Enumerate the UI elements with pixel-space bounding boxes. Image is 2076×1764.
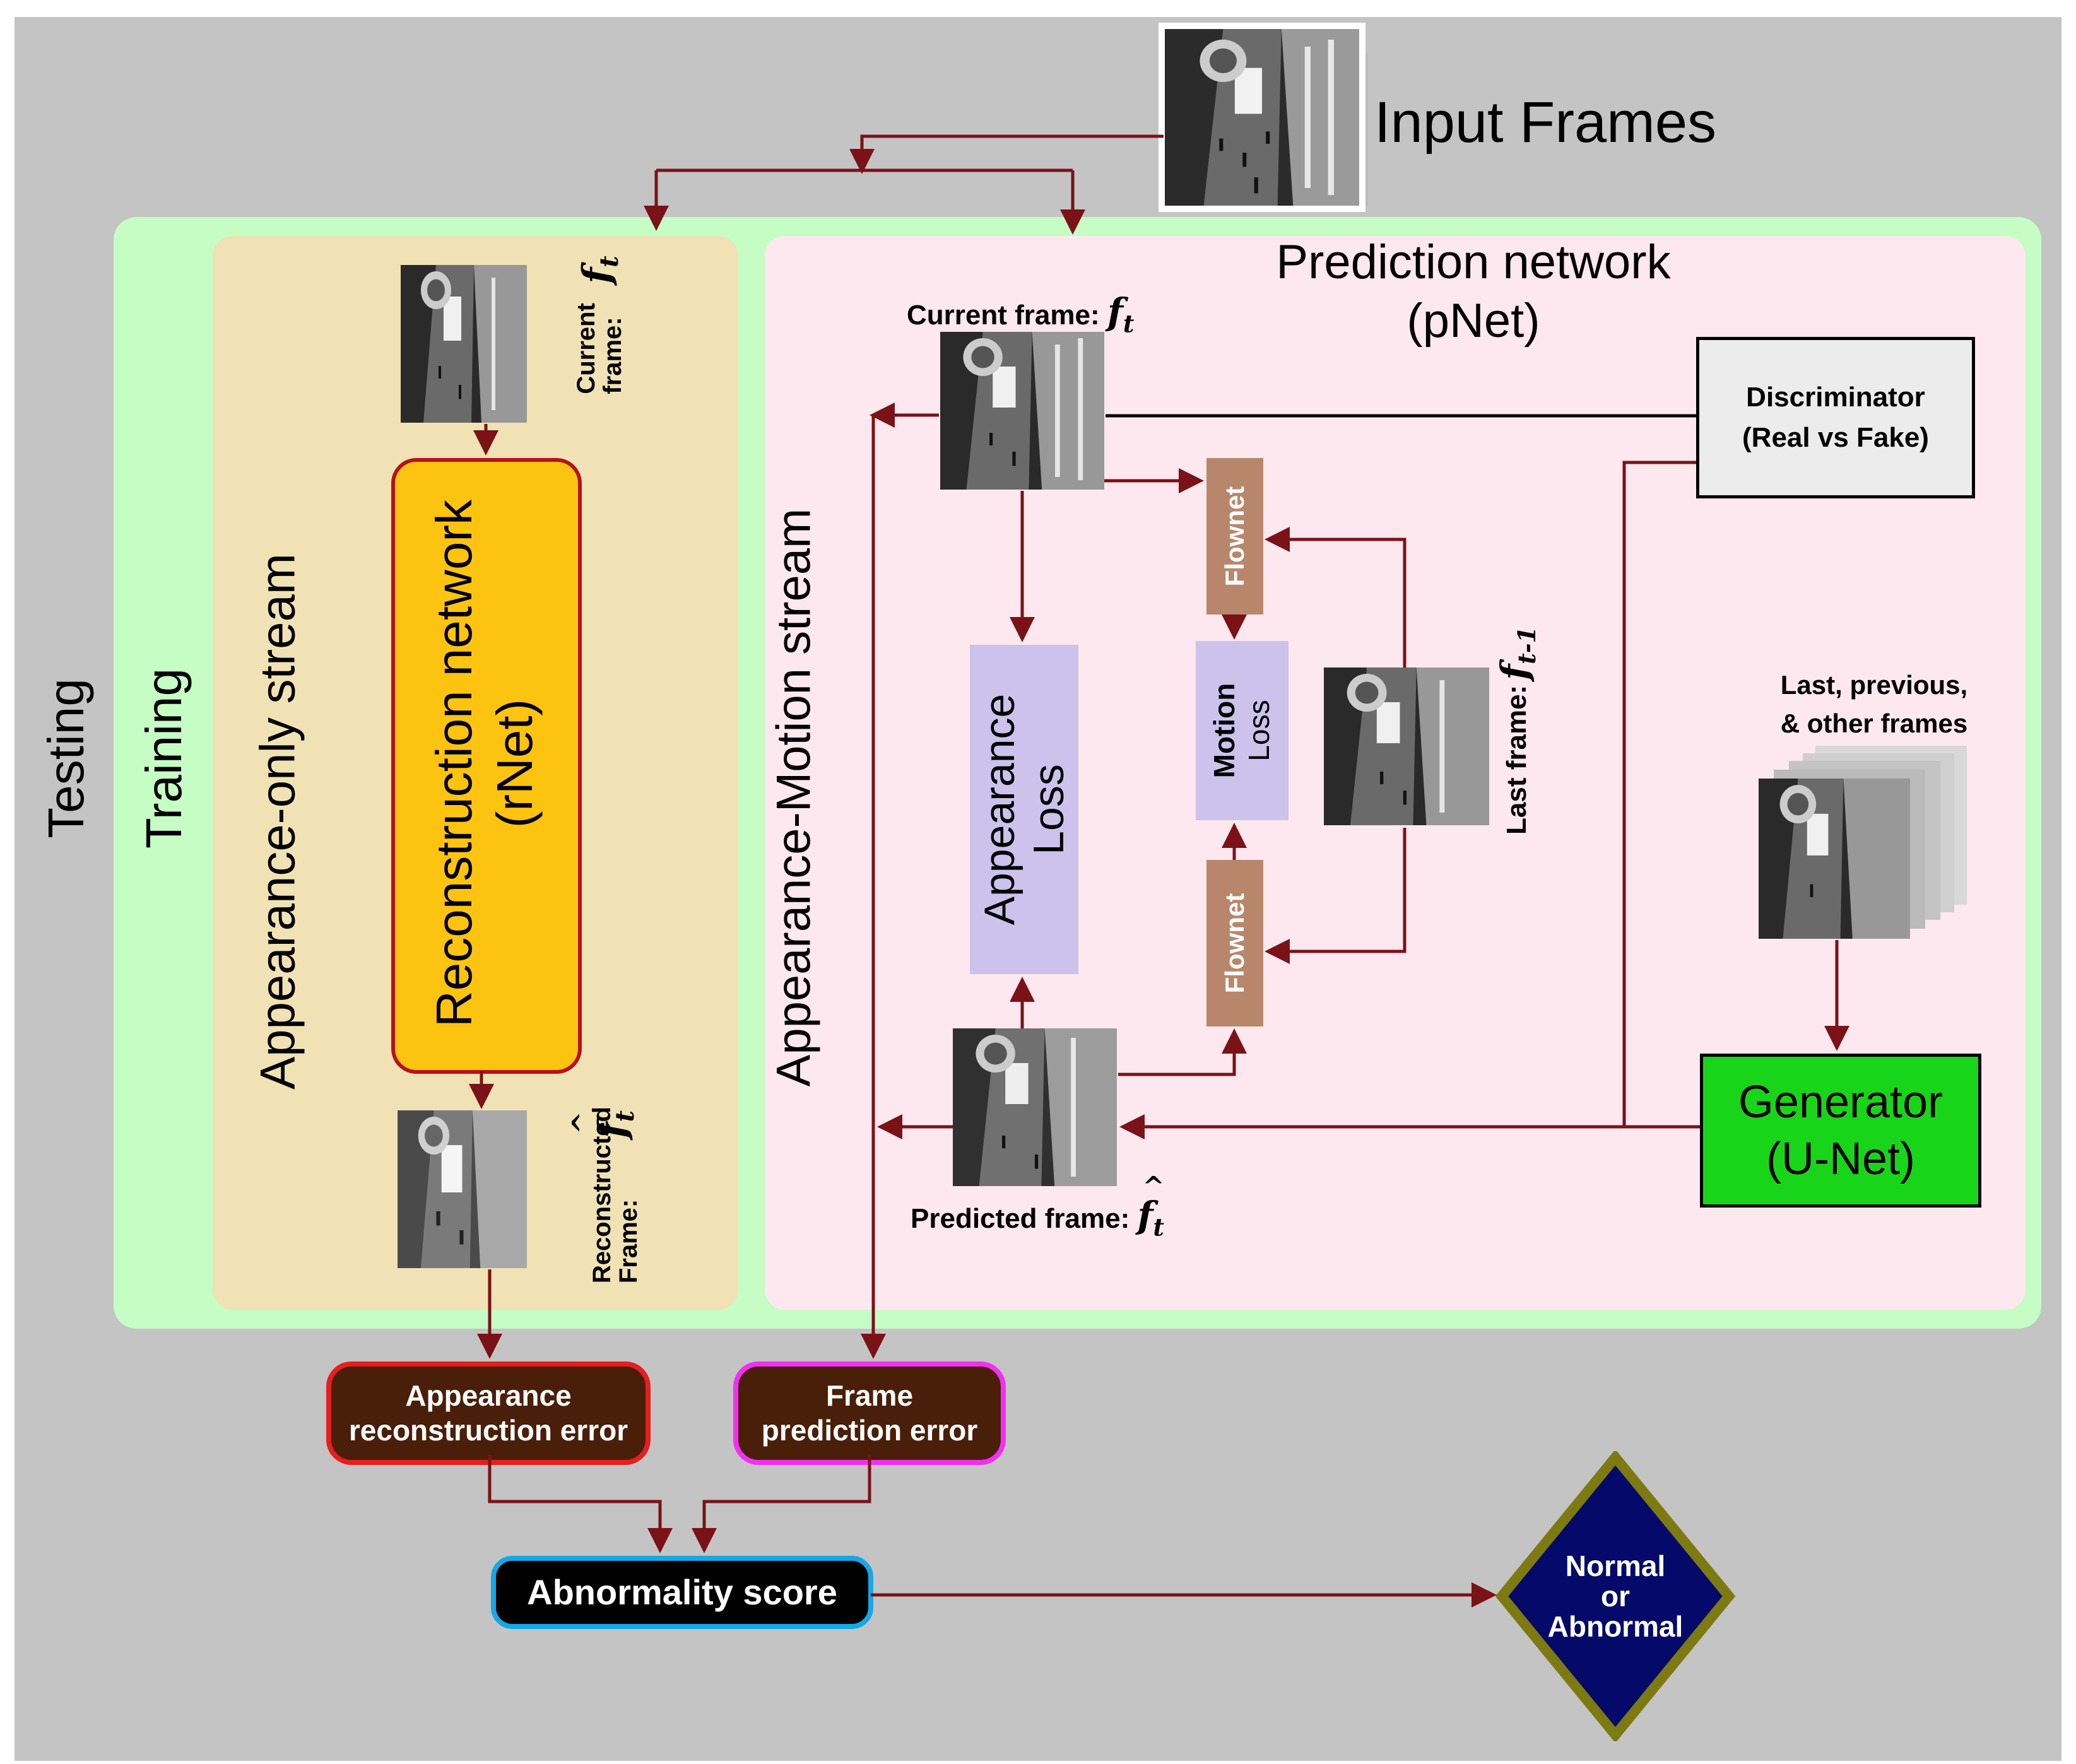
reconstruction-network-box	[391, 458, 582, 1074]
appearance-error-line2: reconstruction error	[348, 1414, 628, 1447]
abnormality-score: Abnormality score	[491, 1556, 873, 1629]
other-frames-line2: & other frames	[1780, 708, 1968, 738]
appearance-loss-box	[970, 645, 1078, 974]
frame-error-line2: prediction error	[761, 1414, 978, 1447]
decision-diamond	[1495, 1451, 1735, 1741]
other-frames-image	[1759, 779, 1910, 939]
pnet-current-frame-image	[940, 332, 1104, 490]
decision-line1: Normal	[1565, 1549, 1666, 1582]
input-frames-stack	[1159, 23, 1373, 212]
abnormality-score-label: Abnormality score	[527, 1572, 837, 1613]
discriminator-label-line2: (Real vs Fake)	[1742, 422, 1929, 453]
decision-line3: Abnormal	[1547, 1610, 1684, 1643]
decision-line2: or	[1601, 1579, 1630, 1613]
predicted-frame-label: Predicted frame: ^ft	[911, 1171, 1165, 1242]
pnet-title-line2: (pNet)	[1407, 293, 1540, 348]
prediction-network-title: Prediction network (pNet)	[1246, 233, 1701, 350]
generator-label-line2: (U-Net)	[1766, 1134, 1915, 1184]
generator-box: Generator (U-Net)	[1700, 1054, 1981, 1208]
other-frames-line1: Last, previous,	[1780, 670, 1968, 700]
flownet-top	[1206, 458, 1263, 614]
discriminator-box: Discriminator (Real vs Fake)	[1696, 337, 1975, 498]
other-frames-stack	[1759, 746, 1973, 939]
discriminator-label-line1: Discriminator	[1746, 382, 1925, 413]
predicted-frame-label-text: Predicted frame:	[911, 1203, 1130, 1234]
rnet-current-frame-image	[401, 265, 527, 423]
appearance-error-line1: Appearance	[405, 1379, 572, 1412]
generator-label-line1: Generator	[1738, 1077, 1943, 1127]
pnet-current-frame-symbol: ft	[1107, 290, 1135, 338]
pnet-current-frame-label-text: Current frame:	[907, 300, 1100, 331]
last-frame-image	[1324, 667, 1489, 825]
motion-loss-box	[1196, 641, 1289, 820]
decision-label: Normal or Abnormal	[1540, 1527, 1691, 1666]
reconstructed-frame-image	[398, 1110, 527, 1268]
pnet-current-frame-label: Current frame: ft	[907, 290, 1134, 338]
pnet-title-line1: Prediction network	[1276, 235, 1671, 289]
flownet-bottom	[1206, 860, 1263, 1026]
input-frame-image	[1165, 29, 1359, 206]
predicted-frame-symbol: ^ft	[1137, 1171, 1165, 1242]
other-frames-label: Last, previous, & other frames	[1748, 666, 2000, 743]
input-frames-title: Input Frames	[1374, 90, 1716, 155]
frame-error-line1: Frame	[825, 1379, 914, 1412]
predicted-frame-image	[953, 1028, 1117, 1186]
